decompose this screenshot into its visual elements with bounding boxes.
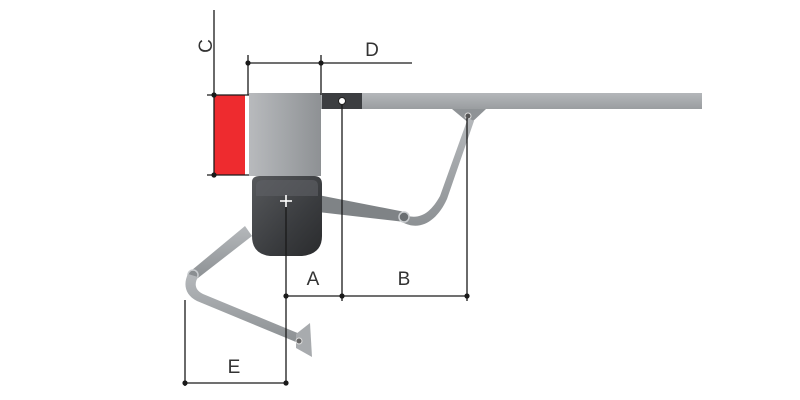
lower-bracket — [296, 323, 312, 357]
dot-e-right — [283, 380, 289, 386]
lower-arm-upper-segment — [192, 226, 252, 278]
operator-cover-highlight — [256, 180, 318, 196]
dot-d-left — [245, 60, 251, 66]
dimension-lines — [184, 10, 468, 386]
dot-e-left — [182, 380, 188, 386]
label-a: A — [307, 269, 320, 290]
upper-arm — [318, 195, 405, 222]
forearm — [400, 118, 474, 226]
dot-c-top — [211, 92, 217, 98]
gate-hinge-hole — [338, 97, 346, 105]
label-d: D — [365, 40, 379, 61]
label-b: B — [398, 269, 411, 290]
pillar — [214, 95, 245, 175]
label-c: C — [196, 39, 217, 53]
gate-leaf — [320, 93, 702, 109]
dot-c-bottom — [211, 172, 217, 178]
label-e: E — [228, 357, 241, 378]
dot-b-right — [464, 293, 470, 299]
dot-a-right — [339, 293, 345, 299]
dot-d-mid — [318, 60, 324, 66]
lower-bracket-pin — [295, 337, 303, 345]
dot-a-left — [283, 293, 289, 299]
dimension-dots — [182, 60, 470, 386]
lower-arm-lower-segment — [185, 274, 300, 342]
operator-body — [249, 93, 321, 176]
elbow-joint — [398, 211, 410, 223]
